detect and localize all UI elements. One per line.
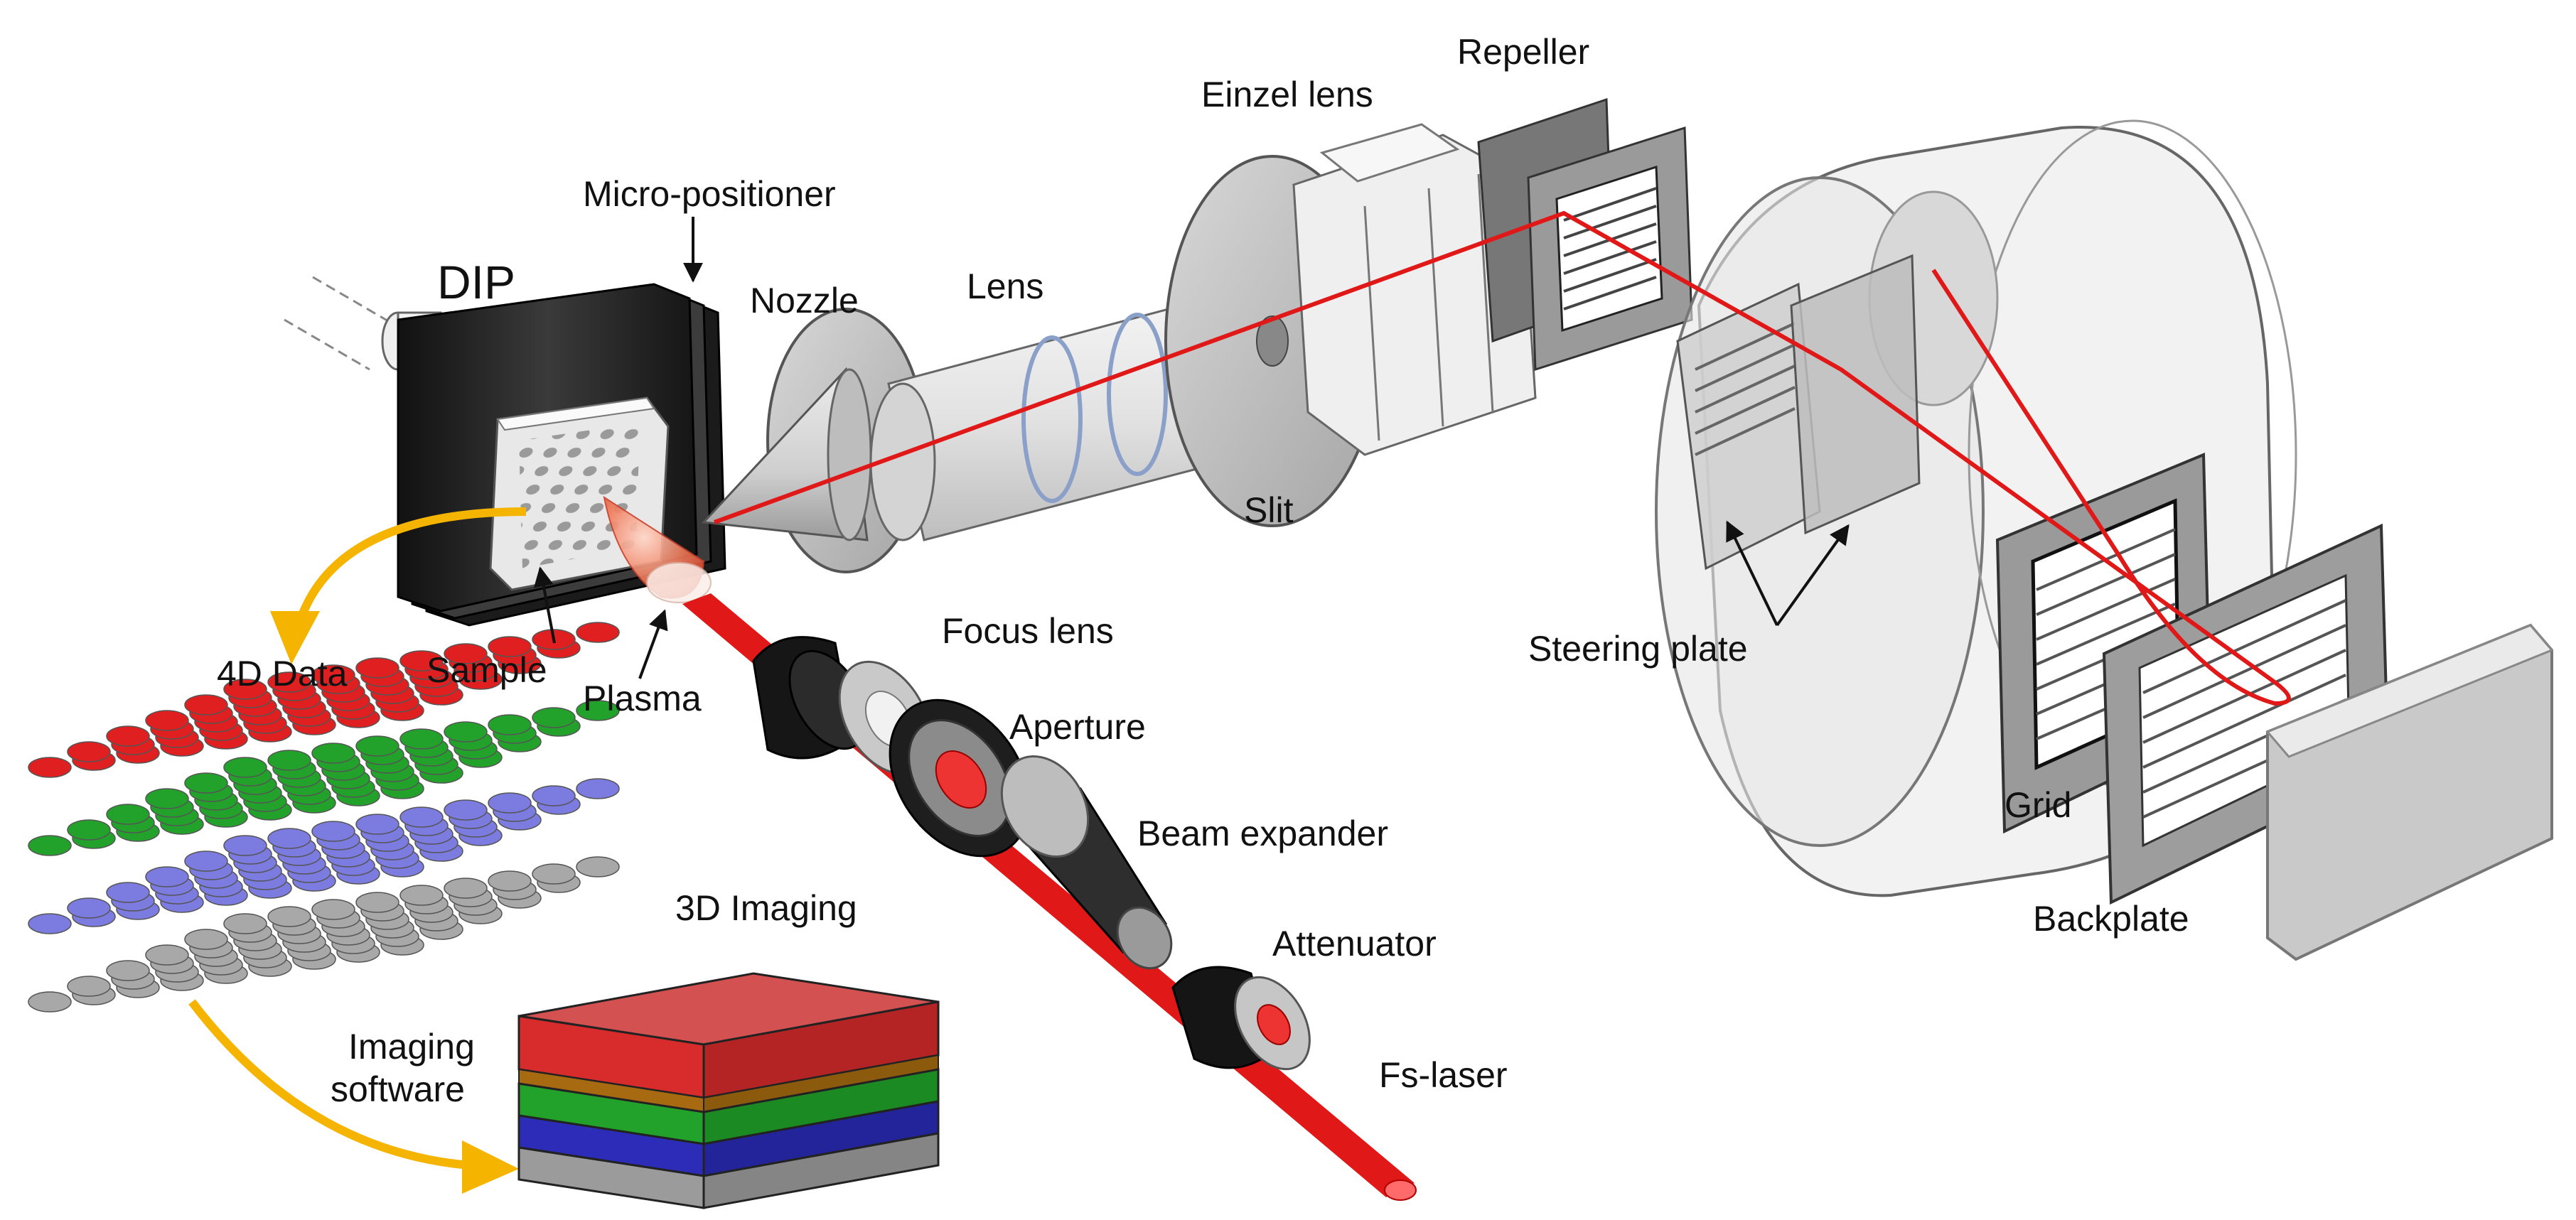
data-point [488, 714, 532, 735]
ion-trajectory [713, 210, 2291, 706]
data-point [28, 835, 72, 856]
label-focus-lens: Focus lens [942, 611, 1114, 651]
steering-plates [1676, 254, 1921, 571]
data-point [399, 806, 444, 828]
data-point [444, 799, 488, 821]
data-point [145, 788, 189, 809]
data-point [444, 643, 488, 664]
backplate [2265, 623, 2554, 961]
label-slit: Slit [1244, 490, 1294, 530]
data-point [267, 906, 311, 927]
data-point [488, 870, 532, 892]
data-point [184, 929, 228, 950]
data-point [355, 657, 399, 679]
label-aperture: Aperture [1009, 707, 1146, 747]
data-point [532, 785, 576, 806]
data-point [28, 913, 72, 934]
label-imaging-software-1: Imaging [348, 1027, 475, 1067]
data-point [399, 885, 444, 906]
data-point [488, 792, 532, 814]
label-einzel-lens: Einzel lens [1201, 75, 1373, 114]
data-point [311, 899, 355, 920]
yellow-arrow-software [188, 999, 519, 1194]
repeller-plate [1477, 97, 1693, 372]
label-beam-expander: Beam expander [1137, 814, 1388, 853]
data-point [28, 991, 72, 1013]
data-point [532, 863, 576, 885]
data-point [576, 622, 620, 643]
layer-blue [28, 778, 620, 934]
data-point [488, 636, 532, 657]
data-point [223, 913, 267, 934]
data-point [106, 960, 150, 981]
data-point [67, 741, 111, 762]
data-point [28, 757, 72, 778]
pointer-arrows [533, 217, 1850, 679]
plasma-plume [603, 495, 712, 603]
label-grid: Grid [2005, 785, 2071, 825]
data-point [532, 707, 576, 728]
data-point [106, 725, 150, 747]
data-point [576, 700, 620, 721]
data-point [145, 866, 189, 887]
data-point [311, 664, 355, 686]
data-point [223, 679, 267, 700]
data-point [355, 814, 399, 835]
data-point [311, 821, 355, 842]
data-point [106, 804, 150, 825]
data-point [355, 892, 399, 913]
data-point [444, 721, 488, 743]
data-point [444, 878, 488, 899]
data-point [576, 856, 620, 878]
layer-gray [28, 856, 620, 1013]
data-point [399, 728, 444, 750]
data-point [355, 735, 399, 757]
label-backplate: Backplate [2033, 899, 2189, 939]
label-fs-laser: Fs-laser [1379, 1055, 1508, 1095]
aperture-component [889, 698, 1031, 858]
data-point [576, 778, 620, 799]
label-steering-plate: Steering plate [1528, 629, 1748, 669]
data-point [67, 819, 111, 841]
attenuator-component [1171, 966, 1311, 1071]
label-dip: DIP [437, 256, 515, 308]
label-4d-data: 4D Data [217, 654, 348, 693]
data-point [184, 694, 228, 716]
data-point [267, 750, 311, 771]
data-point [267, 828, 311, 849]
yellow-arrow-sample-to-data [270, 507, 527, 664]
data-point [145, 710, 189, 731]
data-point [223, 757, 267, 778]
data-4d-stack [28, 622, 620, 1013]
data-point [223, 835, 267, 856]
data-point [106, 882, 150, 903]
label-imaging-software-2: software [331, 1069, 465, 1109]
einzel-lens-component [1292, 123, 1537, 456]
data-point [145, 944, 189, 966]
label-repeller: Repeller [1457, 32, 1589, 72]
data-point [267, 671, 311, 693]
label-nozzle: Nozzle [750, 281, 859, 320]
data-point [311, 743, 355, 764]
layer-green [28, 700, 620, 856]
data-point [184, 851, 228, 872]
label-sample: Sample [426, 650, 547, 690]
data-point [184, 772, 228, 794]
imaging-3d-cube [517, 972, 940, 1209]
data-point [399, 650, 444, 671]
data-point [67, 976, 111, 997]
label-attenuator: Attenuator [1272, 924, 1437, 963]
label-plasma: Plasma [583, 679, 702, 718]
label-micro-positioner: Micro-positioner [583, 174, 836, 214]
layer-red [28, 622, 620, 778]
label-3d-imaging: 3D Imaging [675, 888, 857, 928]
data-point [67, 897, 111, 919]
beam-expander-component [1000, 755, 1173, 970]
label-lens: Lens [967, 266, 1043, 306]
